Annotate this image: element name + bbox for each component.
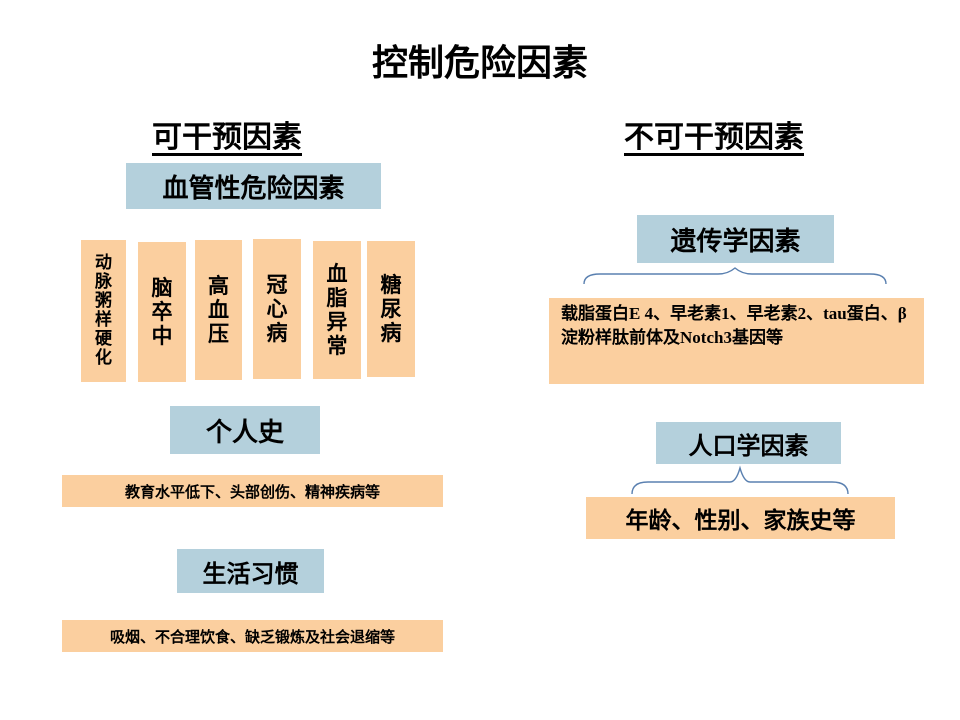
modifiable-factors-heading: 可干预因素 [152, 120, 302, 155]
genetic-factors-label: 遗传学因素 [637, 215, 834, 263]
demographic-brace [631, 465, 849, 495]
vascular-risk-label: 血管性危险因素 [126, 163, 381, 209]
genetic-factors-detail: 载脂蛋白E 4、早老素1、早老素2、tau蛋白、β淀粉样肽前体及Notch3基因… [549, 298, 924, 384]
factor-coronary-heart-disease-label: 冠心病 [266, 272, 288, 346]
demographic-factors-label: 人口学因素 [656, 422, 841, 464]
factor-dyslipidemia: 血脂异常 [313, 241, 361, 379]
demographic-factors-detail: 年龄、性别、家族史等 [586, 497, 895, 539]
page-title: 控制危险因素 [371, 43, 588, 84]
personal-history-label: 个人史 [170, 406, 320, 454]
non-modifiable-factors-heading: 不可干预因素 [624, 120, 804, 155]
factor-atherosclerosis-label: 动脉粥样硬化 [95, 252, 112, 369]
factor-atherosclerosis: 动脉粥样硬化 [81, 240, 126, 382]
factor-hypertension: 高血压 [195, 240, 242, 380]
genetic-brace [583, 267, 887, 285]
lifestyle-detail: 吸烟、不合理饮食、缺乏锻炼及社会退缩等 [62, 620, 443, 652]
factor-dyslipidemia-label: 血脂异常 [326, 261, 348, 359]
lifestyle-label: 生活习惯 [177, 549, 324, 593]
factor-stroke: 脑卒中 [138, 242, 186, 382]
factor-hypertension-label: 高血压 [207, 273, 229, 347]
factor-coronary-heart-disease: 冠心病 [253, 239, 301, 379]
factor-diabetes: 糖尿病 [367, 241, 415, 377]
factor-stroke-label: 脑卒中 [151, 275, 173, 349]
personal-history-detail: 教育水平低下、头部创伤、精神疾病等 [62, 475, 443, 507]
factor-diabetes-label: 糖尿病 [380, 272, 402, 346]
